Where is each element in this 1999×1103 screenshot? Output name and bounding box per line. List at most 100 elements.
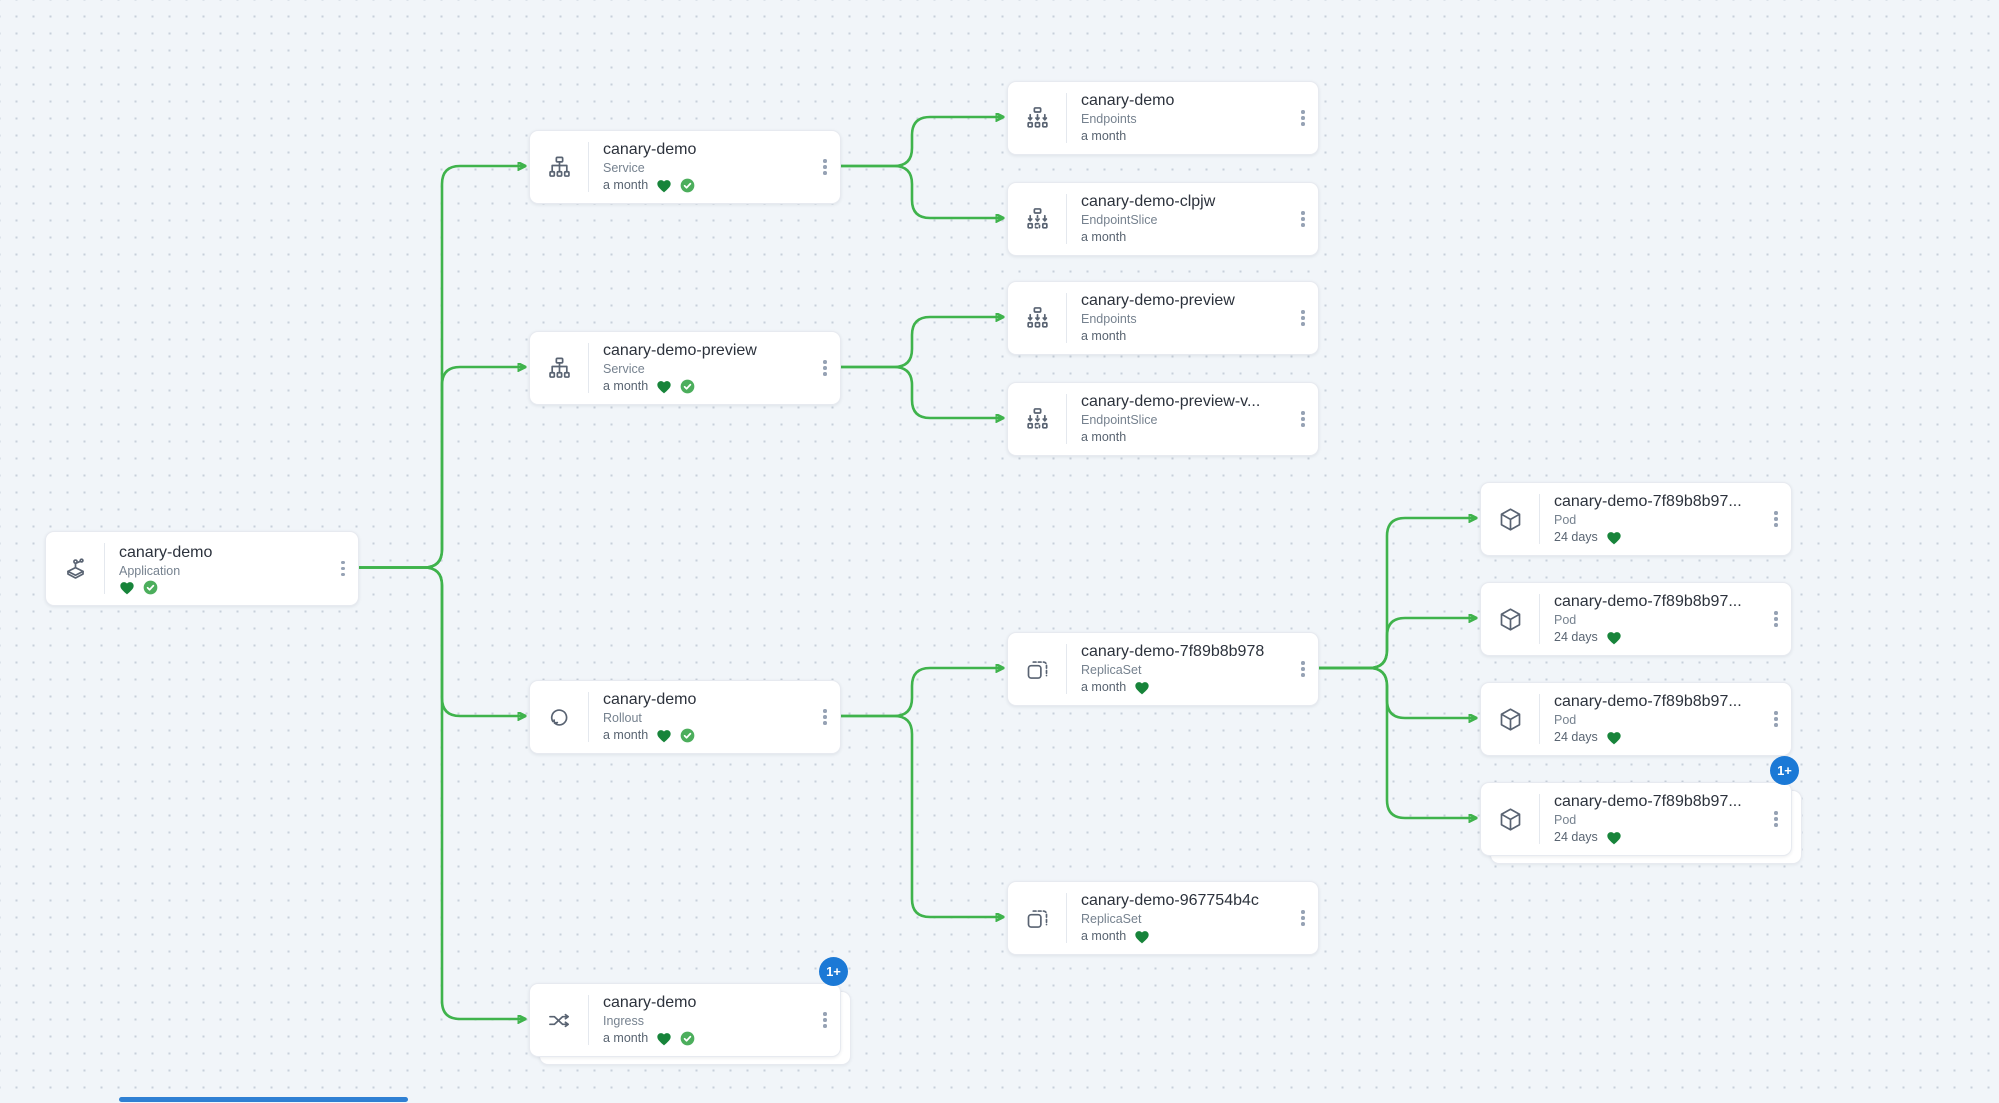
node-divider: [588, 142, 589, 192]
endpoints-icon: [1008, 282, 1066, 354]
resource-age: a month: [603, 178, 649, 192]
node-menu-button[interactable]: [810, 332, 840, 404]
node-menu-button[interactable]: [1288, 633, 1318, 705]
resource-meta: 24 days: [1554, 529, 1757, 546]
synced-check-icon: [680, 178, 695, 193]
endpointslice-icon: [1008, 183, 1066, 255]
horizontal-scrollbar-thumb[interactable]: [119, 1097, 408, 1102]
healthy-heart-icon: [1606, 730, 1622, 745]
node-menu-button[interactable]: [1761, 783, 1791, 855]
node-divider: [1539, 494, 1540, 544]
resource-name: canary-demo-7f89b8b97...: [1554, 693, 1742, 710]
node-menu-button[interactable]: [810, 131, 840, 203]
node-divider: [1066, 644, 1067, 694]
resource-name: canary-demo-7f89b8b97...: [1554, 493, 1742, 510]
node-menu-button[interactable]: [1761, 683, 1791, 755]
resource-age: a month: [1081, 129, 1127, 143]
pod-icon: [1481, 483, 1539, 555]
service-icon: [530, 131, 588, 203]
resource-age: 24 days: [1554, 530, 1598, 544]
resource-meta: 24 days: [1554, 829, 1757, 846]
node-menu-button[interactable]: [1761, 483, 1791, 555]
resource-age: a month: [1081, 929, 1127, 943]
pod-icon: [1481, 583, 1539, 655]
synced-check-icon: [680, 1031, 695, 1046]
resource-meta: a month: [603, 177, 806, 194]
node-menu-button[interactable]: [810, 984, 840, 1056]
resource-age: a month: [1081, 430, 1127, 444]
resource-name: canary-demo: [1081, 92, 1175, 109]
node-menu-button[interactable]: [1288, 82, 1318, 154]
healthy-heart-icon: [1134, 680, 1150, 695]
resource-age: a month: [1081, 230, 1127, 244]
replicaset-icon: [1008, 633, 1066, 705]
resource-name: canary-demo-967754b4c: [1081, 892, 1259, 909]
overflow-badge[interactable]: 1+: [1770, 756, 1799, 785]
resource-name: canary-demo-7f89b8b97...: [1554, 593, 1742, 610]
resource-meta: a month: [603, 727, 806, 744]
resource-age: a month: [603, 379, 649, 393]
healthy-heart-icon: [1134, 929, 1150, 944]
overflow-badge[interactable]: 1+: [819, 957, 848, 986]
node-divider: [1539, 694, 1540, 744]
resource-meta: a month: [1081, 679, 1284, 696]
healthy-heart-icon: [119, 580, 135, 595]
resource-age: 24 days: [1554, 830, 1598, 844]
synced-check-icon: [680, 379, 695, 394]
healthy-heart-icon: [1606, 830, 1622, 845]
resource-node-pod1[interactable]: canary-demo-7f89b8b97... Pod 24 days: [1480, 482, 1792, 556]
node-divider: [1066, 293, 1067, 343]
node-menu-button[interactable]: [1761, 583, 1791, 655]
resource-age: a month: [603, 728, 649, 742]
resource-kind: Service: [603, 362, 645, 376]
node-menu-button[interactable]: [1288, 383, 1318, 455]
node-menu-button[interactable]: [810, 681, 840, 753]
node-menu-button[interactable]: [1288, 282, 1318, 354]
healthy-heart-icon: [656, 728, 672, 743]
node-menu-button[interactable]: [1288, 882, 1318, 954]
resource-meta: a month: [1081, 229, 1284, 246]
endpointslice-icon: [1008, 383, 1066, 455]
resource-meta: [119, 580, 324, 595]
healthy-heart-icon: [1606, 630, 1622, 645]
node-menu-button[interactable]: [328, 532, 358, 605]
resource-kind: Pod: [1554, 513, 1577, 527]
resource-meta: a month: [1081, 429, 1284, 446]
node-body: canary-demo-7f89b8b97... Pod 24 days: [1540, 483, 1761, 555]
resource-kind: ReplicaSet: [1081, 912, 1142, 926]
node-divider: [588, 995, 589, 1045]
service-icon: [530, 332, 588, 404]
resource-meta: a month: [1081, 128, 1284, 145]
node-divider: [588, 343, 589, 393]
resource-kind: Application: [119, 563, 181, 578]
resource-meta: 24 days: [1554, 629, 1757, 646]
resource-kind: Ingress: [603, 1014, 644, 1028]
resource-name: canary-demo-preview: [603, 342, 757, 359]
node-menu-button[interactable]: [1288, 183, 1318, 255]
